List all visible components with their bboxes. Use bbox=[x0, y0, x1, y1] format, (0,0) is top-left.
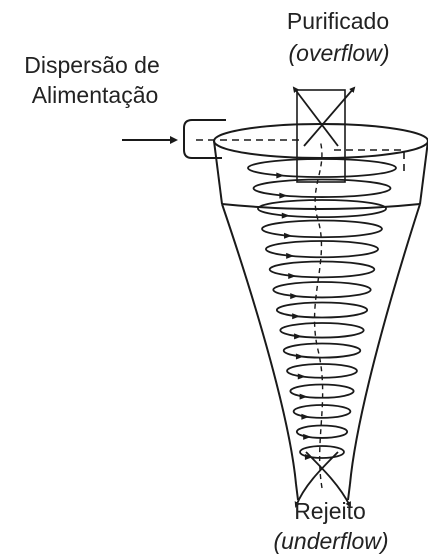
feed-inlet-box bbox=[184, 120, 226, 158]
spiral-direction-arrow bbox=[276, 172, 284, 178]
spiral-loop bbox=[262, 221, 382, 238]
overflow-sublabel: (overflow) bbox=[266, 40, 412, 66]
cone-right-wall bbox=[350, 204, 420, 484]
spiral-direction-arrow bbox=[301, 414, 309, 420]
cylinder-top-rim bbox=[214, 124, 428, 158]
feed-label-line2: Alimentação bbox=[10, 82, 180, 108]
spiral-loop bbox=[270, 262, 375, 278]
spiral-direction-arrow bbox=[279, 193, 287, 199]
inner-vortex-core bbox=[315, 140, 323, 488]
cylinder-right-wall bbox=[420, 141, 428, 204]
underflow-sublabel: (underflow) bbox=[250, 528, 412, 554]
cone-left-wall bbox=[222, 204, 296, 484]
spiral-direction-arrow bbox=[288, 273, 296, 279]
spiral-direction-arrow bbox=[300, 394, 308, 400]
spiral-loop bbox=[273, 282, 370, 297]
overflow-label: Purificado bbox=[268, 8, 408, 34]
feed-label-line1: Dispersão de bbox=[8, 52, 176, 78]
spiral-direction-arrow bbox=[290, 293, 298, 299]
cylinder-bottom-rim bbox=[222, 204, 420, 209]
overflow-arrow-right bbox=[304, 88, 354, 146]
overflow-arrow-left bbox=[294, 88, 338, 146]
spiral-loop bbox=[277, 303, 367, 318]
spiral-direction-arrow bbox=[282, 213, 290, 219]
spiral-direction-arrow bbox=[284, 233, 292, 239]
cylinder-left-wall bbox=[214, 141, 222, 204]
spiral-direction-arrow bbox=[286, 253, 294, 259]
underflow-label: Rejeito bbox=[268, 498, 392, 524]
spiral-direction-arrow bbox=[303, 434, 311, 440]
spiral-direction-arrow bbox=[292, 313, 300, 319]
spiral-direction-arrow bbox=[296, 353, 304, 359]
vortex-finder-tube bbox=[297, 90, 345, 182]
spiral-direction-arrow bbox=[294, 333, 302, 339]
spiral-loop bbox=[284, 344, 361, 358]
spiral-loop bbox=[280, 323, 363, 338]
spiral-direction-arrow bbox=[298, 374, 306, 380]
